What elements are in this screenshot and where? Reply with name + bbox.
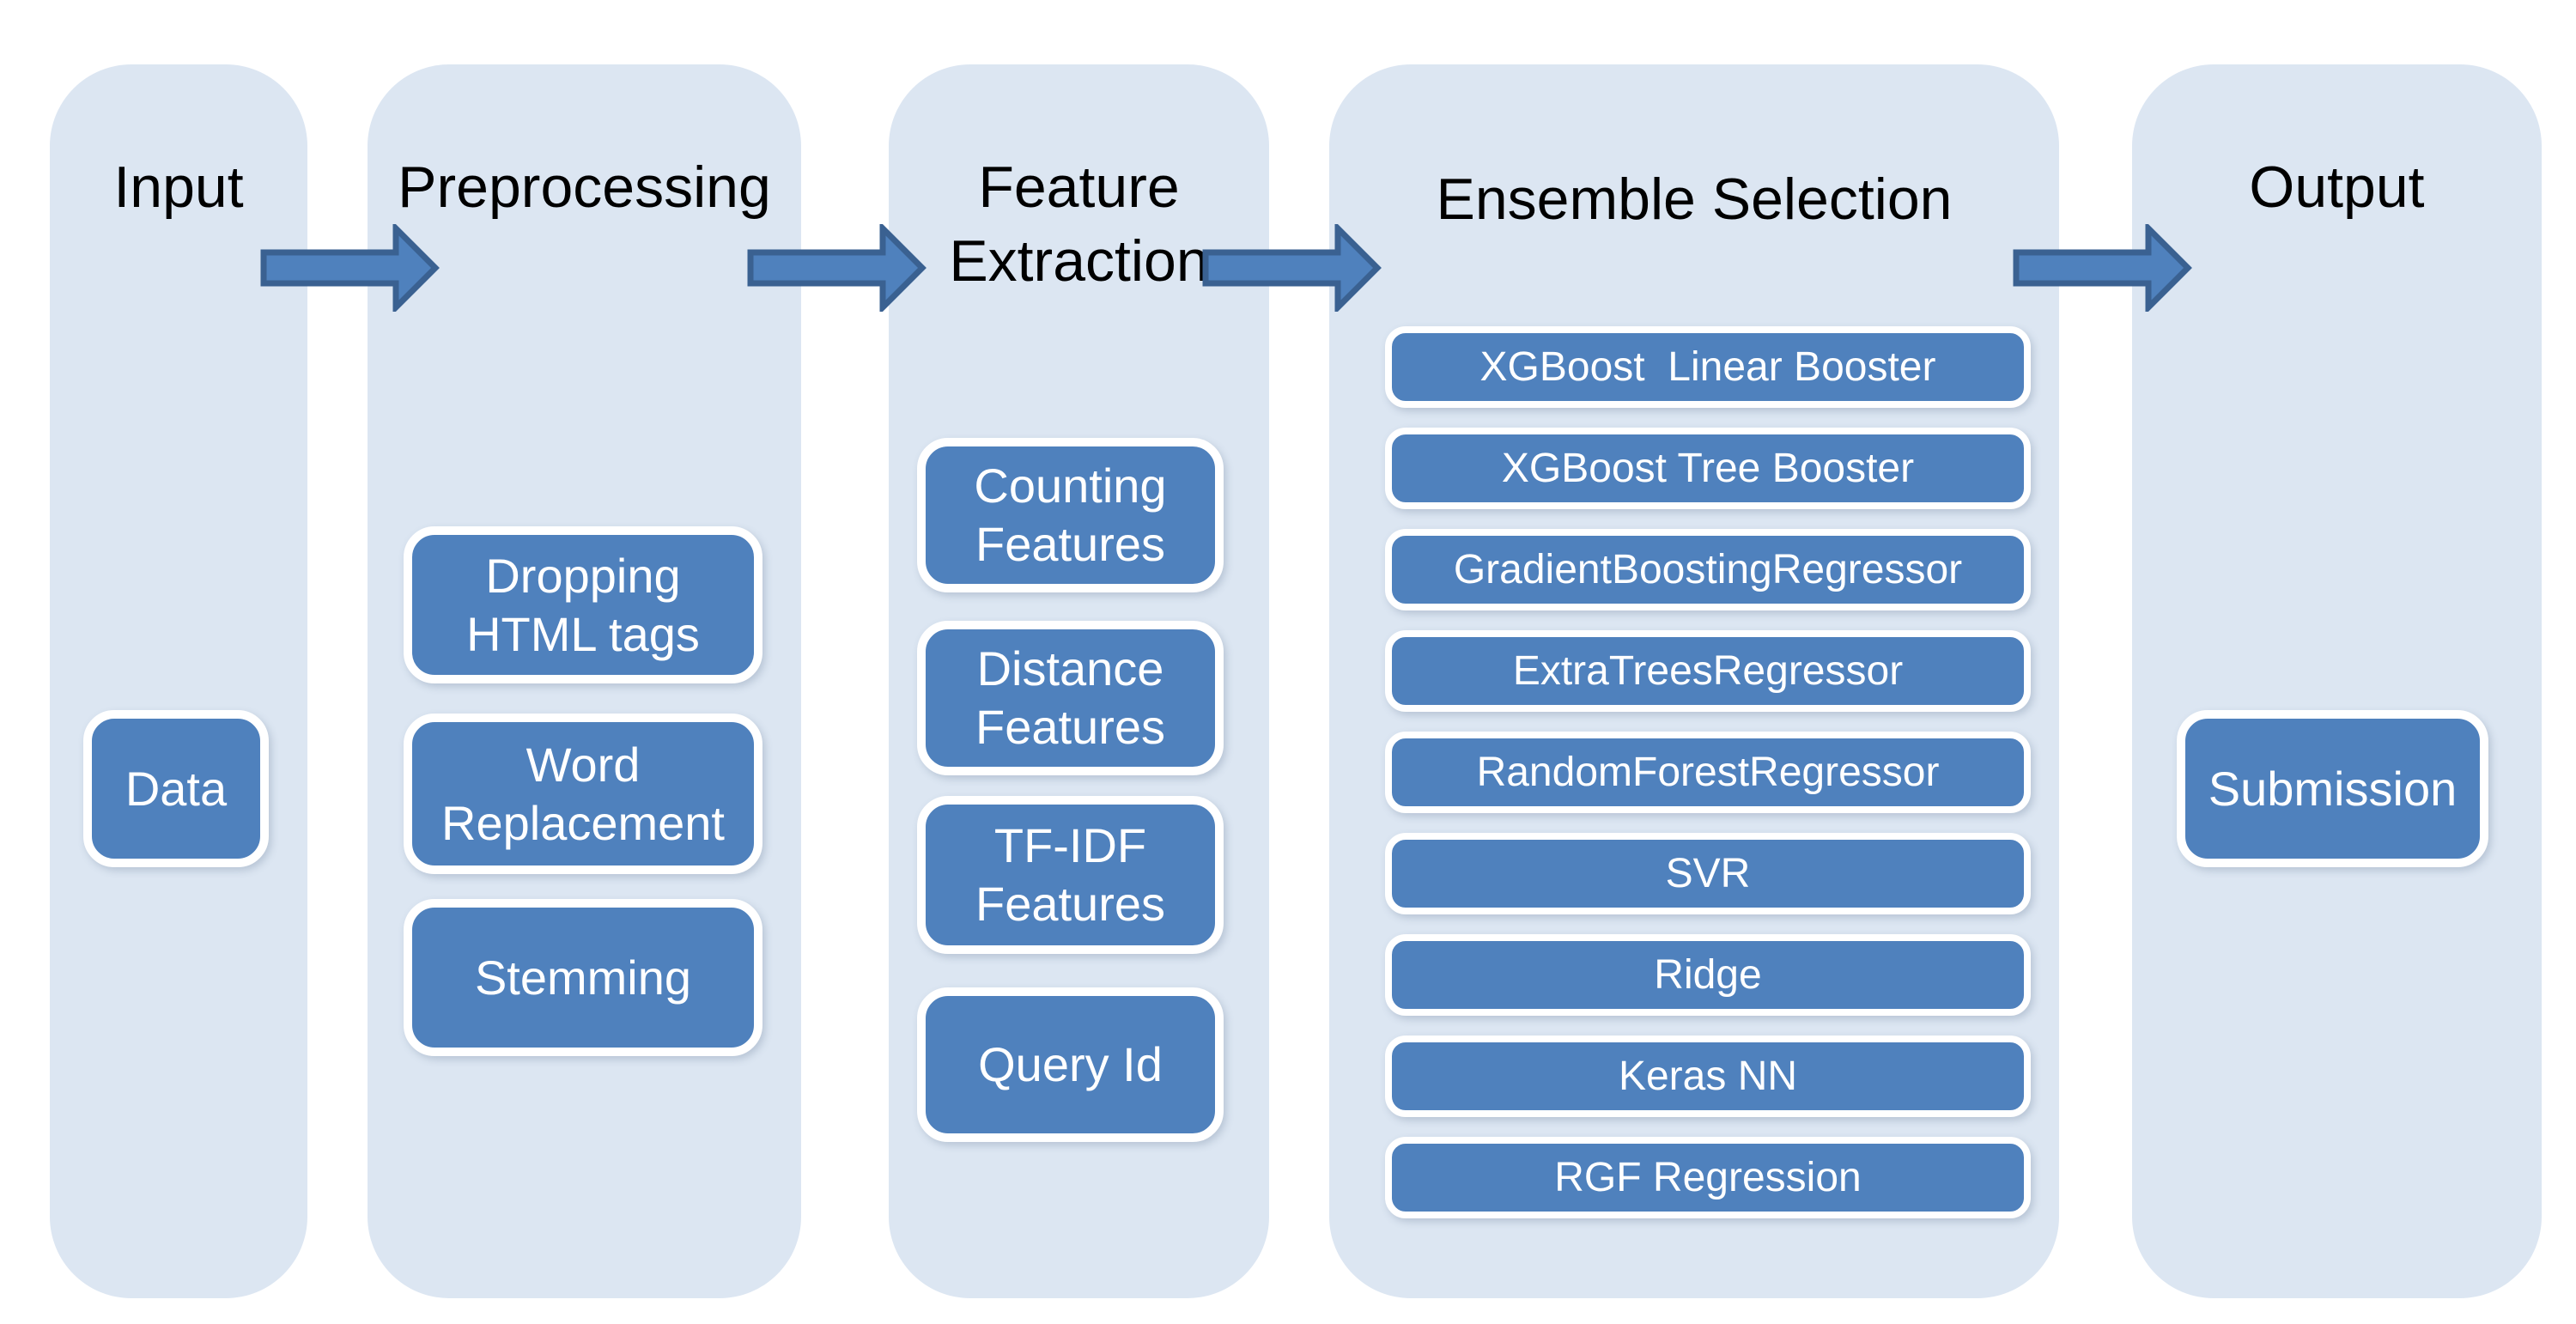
box-ridge: Ridge [1385, 934, 2031, 1016]
box-rgf-regression: RGF Regression [1385, 1137, 2031, 1218]
box-dropping-html-tags: Dropping HTML tags [404, 526, 762, 683]
panel-input-title: Input [113, 155, 244, 220]
box-svr: SVR [1385, 833, 2031, 914]
arrow-right-icon-preprocessing-to-feature-extraction [747, 224, 927, 312]
panel-ensemble-selection: Ensemble Selection XGBoost Linear Booste… [1329, 64, 2059, 1298]
panel-output: Output Submission [2132, 64, 2542, 1298]
box-random-forest-regressor: RandomForestRegressor [1385, 732, 2031, 813]
panel-preprocessing: Preprocessing Dropping HTML tags Word Re… [368, 64, 801, 1298]
box-counting-features: Counting Features [917, 438, 1224, 592]
arrow-right-icon-ensemble-selection-to-output [2013, 224, 2192, 312]
panel-preprocessing-title: Preprocessing [398, 155, 771, 220]
box-word-replacement: Word Replacement [404, 714, 762, 874]
arrow-right-icon-feature-extraction-to-ensemble-selection [1202, 224, 1382, 312]
box-distance-features: Distance Features [917, 621, 1224, 775]
box-gradient-boosting-regressor: GradientBoostingRegressor [1385, 529, 2031, 610]
box-stemming: Stemming [404, 899, 762, 1056]
box-xgboost-linear-booster: XGBoost Linear Booster [1385, 326, 2031, 408]
box-data: Data [83, 710, 269, 867]
box-extra-trees-regressor: ExtraTreesRegressor [1385, 630, 2031, 712]
box-keras-nn: Keras NN [1385, 1036, 2031, 1117]
box-xgboost-tree-booster: XGBoost Tree Booster [1385, 428, 2031, 509]
panel-ensemble-selection-title: Ensemble Selection [1436, 167, 1953, 232]
panel-feature-extraction-title: Feature Extraction [949, 155, 1209, 294]
box-tfidf-features: TF-IDF Features [917, 796, 1224, 954]
box-submission: Submission [2177, 710, 2488, 867]
panel-output-title: Output [2249, 155, 2425, 220]
box-query-id: Query Id [917, 987, 1224, 1142]
arrow-right-icon-input-to-preprocessing [260, 224, 440, 312]
